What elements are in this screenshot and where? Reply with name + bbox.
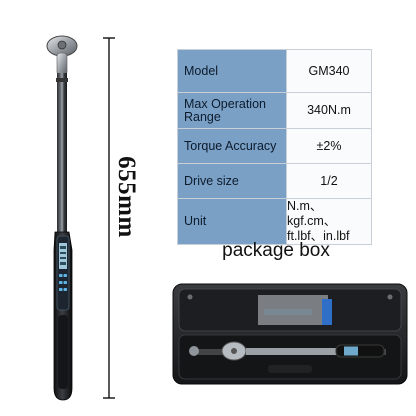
package-caption: package box xyxy=(222,240,330,261)
length-label: 655mm xyxy=(113,156,140,238)
spec-table: Model GM340 Max Operation Range 340N.m T… xyxy=(177,49,372,245)
dimension-line xyxy=(103,37,115,399)
spec-label-model: Model xyxy=(177,49,287,93)
spec-label-accuracy: Torque Accuracy xyxy=(177,128,287,164)
spec-label-drive-size: Drive size xyxy=(177,163,287,199)
unit-line-2: ft.lbf、in.lbf xyxy=(287,229,350,243)
ratchet-head xyxy=(46,35,78,76)
package-box-image xyxy=(172,283,408,385)
unit-line-1: N.m、kgf.cm、 xyxy=(287,199,337,228)
table-row: Max Operation Range 340N.m xyxy=(177,92,372,129)
spec-label-max-range: Max Operation Range xyxy=(177,92,287,129)
spec-value-accuracy: ±2% xyxy=(286,128,372,164)
spec-value-unit: N.m、kgf.cm、 ft.lbf、in.lbf xyxy=(286,198,372,245)
table-row: Model GM340 xyxy=(177,49,372,93)
wrench-shaft xyxy=(57,73,67,233)
table-row: Drive size 1/2 xyxy=(177,163,372,199)
spec-value-drive-size: 1/2 xyxy=(286,163,372,199)
spec-value-max-range: 340N.m xyxy=(286,92,372,129)
table-row: Unit N.m、kgf.cm、 ft.lbf、in.lbf xyxy=(177,198,372,245)
spec-label-unit: Unit xyxy=(177,198,287,245)
table-row: Torque Accuracy ±2% xyxy=(177,128,372,164)
digital-display xyxy=(56,235,70,311)
spec-value-model: GM340 xyxy=(286,49,372,93)
